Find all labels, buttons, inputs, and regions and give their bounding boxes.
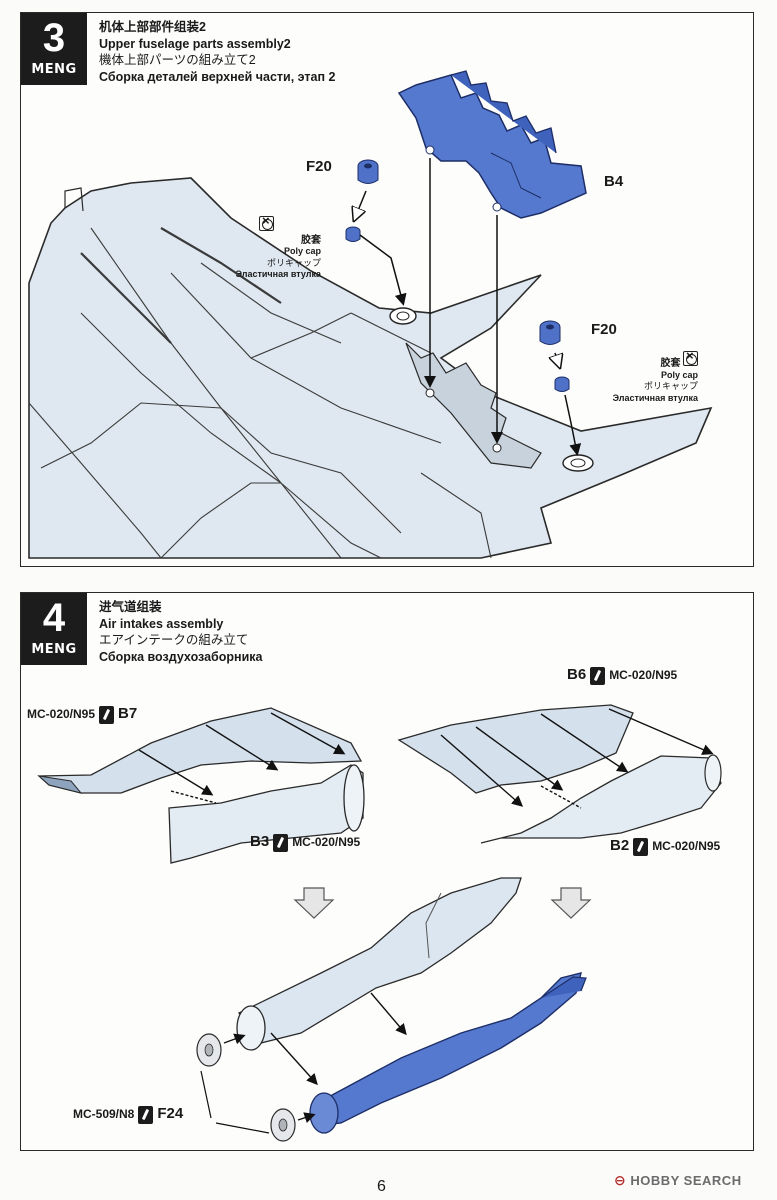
down-arrow-right [550,887,592,919]
step-4-illustration [37,704,722,1142]
part-label-f20-left: F20 [306,158,332,175]
step-number-badge: 3 MENG [21,13,87,85]
title-en: Air intakes assembly [99,616,224,631]
step-3-panel: 3 MENG 机体上部部件组装2 Upper fuselage parts as… [20,12,754,567]
f24-part-bottom [270,1108,296,1142]
assembled-intake-upper [238,877,522,1044]
step-title-block: 机体上部部件组装2 Upper fuselage parts assembly2… [99,19,335,85]
step-title-block: 进气道组装 Air intakes assembly エアインテークの組み立て … [99,599,262,665]
hobby-knife-icon [633,837,649,856]
step-number-badge: 4 MENG [21,593,87,665]
poly-cap-zh: 胶套 [660,358,681,369]
title-ja: エアインテークの組み立て [99,633,249,647]
b4-part [397,74,587,219]
hobby-search-logo-icon: ⊖ [614,1172,627,1188]
title-ru: Сборка деталей верхней части, этап 2 [99,69,336,84]
poly-cap-zh: 胶套 [301,234,321,246]
b6-part [397,704,634,794]
part-label-b4: B4 [604,173,624,190]
step-4-panel: 4 MENG 进气道组装 Air intakes assembly エアインテー… [20,592,754,1151]
b7-part [37,707,363,794]
f24-part-top [196,1033,222,1067]
brand-logo: MENG [31,642,77,657]
poly-cap-ja: ポリキャップ [643,381,698,391]
watermark-text: HOBBY SEARCH [630,1173,742,1188]
title-ru: Сборка воздухозаборника [99,649,263,664]
part-label-f20-right: F20 [591,321,617,338]
hobby-knife-icon [273,833,289,852]
step-3-illustration [28,70,713,559]
title-en: Upper fuselage parts assembly2 [99,36,291,51]
step-number: 4 [42,596,66,640]
page-number: 6 [377,1178,386,1195]
title-zh: 机体上部部件组装2 [99,20,206,34]
step-number: 3 [42,16,66,60]
hobby-knife-icon [138,1105,154,1124]
down-arrow-left [293,887,335,919]
title-ja: 機体上部パーツの組み立て2 [99,53,256,67]
b2-part [480,755,722,844]
assembled-intake-lower [320,972,582,1126]
no-glue-icon [259,215,274,231]
brand-logo: MENG [31,62,77,77]
hobby-knife-icon [99,705,115,724]
hobby-knife-icon [590,666,606,685]
b3-part [168,764,364,864]
poly-cap-en: Poly cap [660,369,698,380]
poly-cap-en: Poly cap [283,246,321,256]
title-zh: 进气道组装 [99,600,162,614]
poly-cap-note-left: 胶套 Poly cap ポリキャップ Эластичная втулка [229,215,321,281]
watermark: ⊖ HOBBY SEARCH [614,1172,742,1189]
poly-cap-ru: Эластичная втулка [235,269,321,279]
poly-cap-note-right: 胶套 Poly cap ポリキャップ Эластичная втулка [606,350,698,404]
poly-cap-ja: ポリキャップ [266,257,321,268]
no-glue-icon [683,350,698,366]
poly-cap-ru: Эластичная втулка [612,392,698,403]
